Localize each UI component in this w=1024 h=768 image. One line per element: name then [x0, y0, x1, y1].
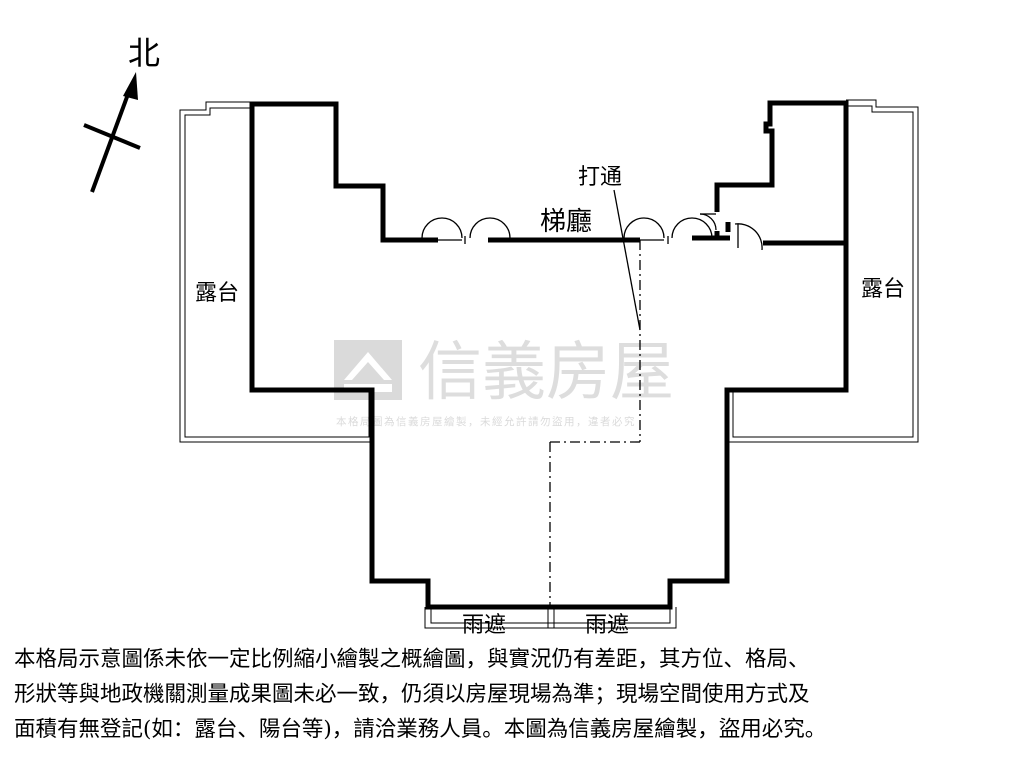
label-terrace-left: 露台 — [195, 281, 239, 306]
label-canopy-right: 雨遮 — [585, 613, 629, 638]
floor-plan: 信義房屋 本格局圖為信義房屋繪製，未經允許請勿盜用，違者必究 北 — [83, 34, 919, 638]
north-arrow-icon — [83, 72, 141, 193]
label-opened-wall: 打通 — [578, 165, 622, 190]
door-swings — [421, 213, 763, 251]
north-label: 北 — [128, 34, 160, 72]
opened-wall-lines — [549, 189, 641, 607]
canopy-outline — [424, 607, 677, 629]
disclaimer-line: 面積有無登記(如：露台、陽台等)，請洽業務人員。本圖為信義房屋繪製，盜用必究。 — [14, 717, 827, 742]
watermark: 信義房屋 本格局圖為信義房屋繪製，未經允許請勿盜用，違者必究 — [334, 336, 674, 428]
main-walls — [249, 100, 849, 610]
watermark-notice: 本格局圖為信義房屋繪製，未經允許請勿盜用，違者必究 — [336, 415, 636, 428]
disclaimer-text: 本格局示意圖係未依一定比例縮小繪製之概繪圖，與實況仍有差距，其方位、格局、 形狀… — [14, 642, 1014, 747]
disclaimer-line: 本格局示意圖係未依一定比例縮小繪製之概繪圖，與實況仍有差距，其方位、格局、 — [14, 647, 810, 672]
label-terrace-right: 露台 — [861, 277, 905, 302]
disclaimer-line: 形狀等與地政機關測量成果圖未必一致，仍須以房屋現場為準；現場空間使用方式及 — [14, 682, 810, 707]
label-elevator-hall: 梯廳 — [540, 207, 592, 237]
watermark-brand: 信義房屋 — [418, 336, 674, 410]
label-canopy-left: 雨遮 — [462, 613, 506, 638]
